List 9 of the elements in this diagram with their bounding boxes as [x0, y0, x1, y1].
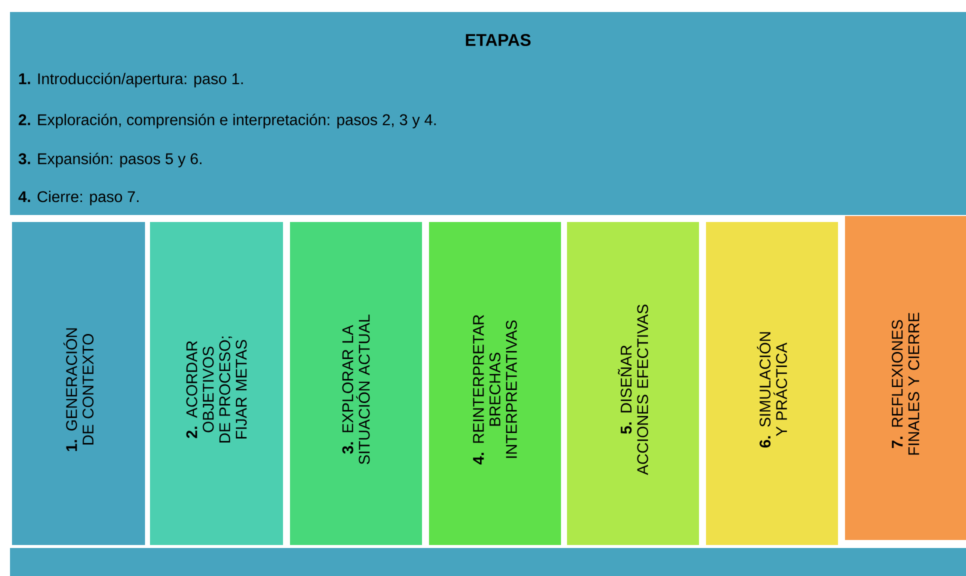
stages-panel [10, 12, 966, 215]
stage-text: 3. Expansión: pasos 5 y 6. [18, 152, 202, 168]
stage-text: 4. Cierre: paso 7. [18, 190, 139, 206]
heading: ETAPAS [466, 34, 531, 46]
stage-text: 1. Introducción/apertura: paso 1. [19, 72, 243, 88]
footer-bar [10, 548, 966, 576]
step-column: 4. REINTERPRETAR BRECHAS INTERPRETATIVAS [429, 222, 561, 545]
step-column: 6. SIMULACIÓN Y PRÁCTICA [706, 222, 838, 545]
stage-text: 2. Exploración, comprensión e interpretación: pasos 2, 3 y 4. [18, 114, 436, 128]
